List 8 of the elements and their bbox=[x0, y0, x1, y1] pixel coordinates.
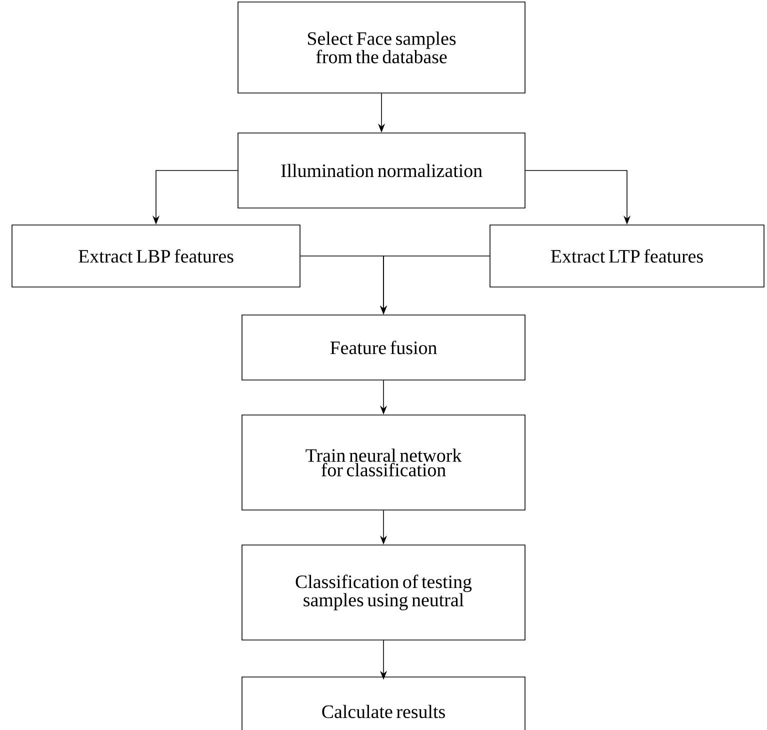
process-box: Extract LBP features bbox=[12, 224, 300, 288]
process-box: Train neural network for classification bbox=[242, 414, 526, 510]
process-box: Classification of testing samples using neutral bbox=[242, 544, 526, 640]
process-box: Illumination normalization bbox=[238, 132, 526, 208]
process-box: Extract LTP features bbox=[490, 224, 764, 288]
process-box: Feature fusion bbox=[242, 314, 526, 380]
process-box: Select Face samples from the database bbox=[238, 2, 526, 94]
process-box: Calculate results bbox=[242, 676, 526, 730]
